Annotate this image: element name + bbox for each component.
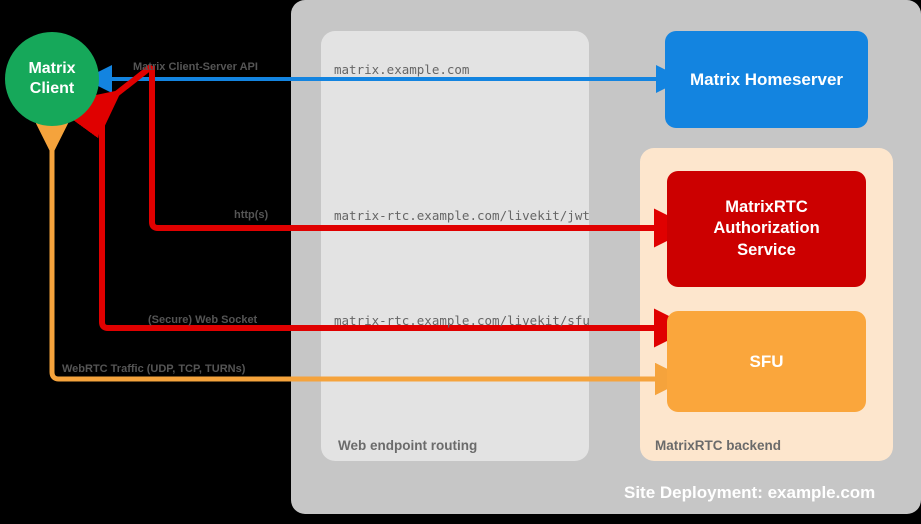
sfu-label: SFU <box>749 351 784 371</box>
endpoint-livekit-jwt: matrix-rtc.example.com/livekit/jwt <box>334 208 590 223</box>
flow-webrtc-traffic <box>35 123 688 396</box>
auth-service-label-line2: Authorization <box>713 219 820 238</box>
caption-matrixrtc-backend: MatrixRTC backend <box>655 438 782 453</box>
caption-web-endpoint-routing: Web endpoint routing <box>338 438 478 453</box>
flow-label-https: http(s) <box>234 209 269 221</box>
caption-site-deployment: Site Deployment: example.com <box>624 483 876 502</box>
auth-service-label-line1: MatrixRTC <box>725 197 808 216</box>
node-sfu[interactable]: SFU <box>667 311 866 412</box>
endpoint-livekit-sfu: matrix-rtc.example.com/livekit/sfu <box>334 313 590 328</box>
matrix-homeserver-label: Matrix Homeserver <box>689 69 844 89</box>
matrix-client-label-line2: Client <box>29 80 75 97</box>
endpoint-matrix-example-com: matrix.example.com <box>334 62 470 77</box>
matrix-client-label-line1: Matrix <box>28 60 76 78</box>
flow-label-client-server-api: Matrix Client-Server API <box>133 61 258 73</box>
flow-https-to-auth-service <box>79 63 693 248</box>
flow-label-webrtc-traffic: WebRTC Traffic (UDP, TCP, TURNs) <box>62 363 246 375</box>
node-matrix-homeserver[interactable]: Matrix Homeserver <box>665 31 868 128</box>
flow-label-web-socket: (Secure) Web Socket <box>148 314 258 326</box>
node-matrixrtc-authorization-service[interactable]: MatrixRTC Authorization Service <box>667 171 866 287</box>
auth-service-label-line3: Service <box>737 240 796 259</box>
node-matrix-client[interactable]: Matrix Client <box>5 32 99 126</box>
